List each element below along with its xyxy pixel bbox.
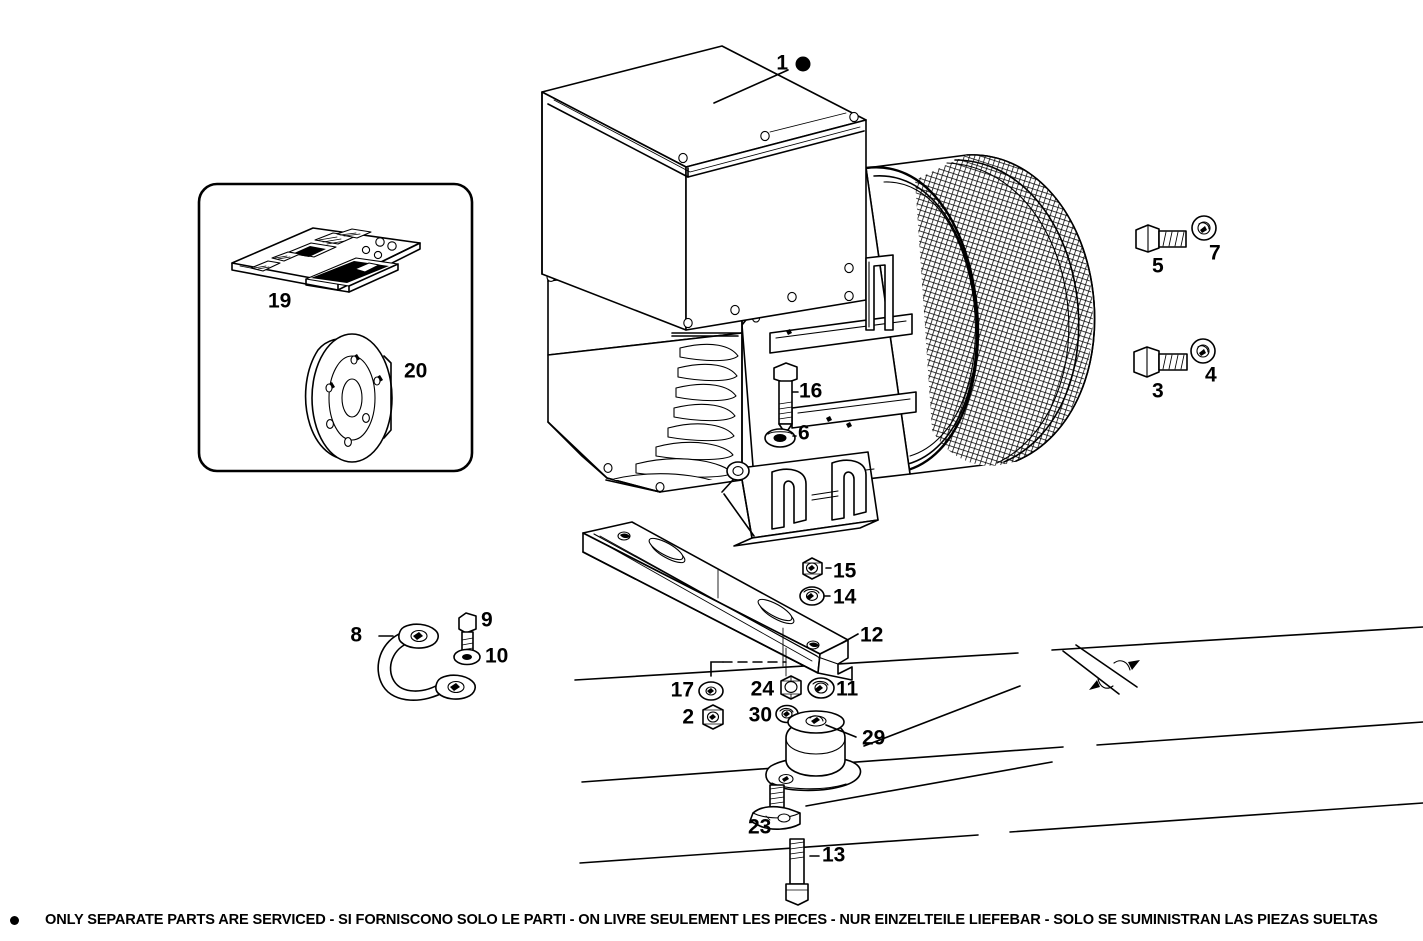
callout-1-bullet-icon [795, 56, 811, 72]
part-2-nut [702, 704, 724, 730]
part-13-long-bolt [785, 838, 809, 906]
footer-bullet-icon [10, 915, 19, 925]
callout-label-11: 11 [836, 678, 859, 701]
part-10-washer [453, 648, 481, 666]
part-8-earth-strap [377, 623, 476, 701]
callout-label-2: 2 [682, 706, 694, 729]
body-mounting-strap [769, 254, 917, 429]
callout-label-3: 3 [1152, 380, 1164, 403]
cooling-louvres [613, 335, 739, 480]
callout-label-1: 1 [776, 52, 788, 75]
part-9-bolt [458, 612, 477, 657]
callout-label-7: 7 [1209, 242, 1221, 265]
part-4-washer [1190, 338, 1216, 364]
callout-label-10: 10 [485, 645, 508, 668]
callout-label-5: 5 [1152, 255, 1164, 278]
part-23-bracket [749, 784, 801, 830]
leader-lines [378, 69, 1053, 857]
part-12-mounting-rail [582, 521, 853, 681]
callout-label-14: 14 [833, 586, 857, 609]
callout-label-9: 9 [481, 609, 493, 632]
part-7-washer [1191, 215, 1217, 241]
part-6-washer [764, 428, 796, 448]
callout-label-12: 12 [860, 624, 883, 647]
callout-labels: 1 5 7 3 4 16 6 15 14 12 17 24 11 2 30 29… [350, 52, 1220, 867]
callout-label-4: 4 [1205, 364, 1217, 387]
callout-label-15: 15 [833, 560, 857, 583]
callout-label-17: 17 [671, 679, 694, 702]
part-19-circuit-board [231, 227, 421, 293]
terminal-box [541, 45, 867, 331]
part-24-nut [780, 675, 802, 700]
alternator-body [864, 154, 1096, 475]
callout-label-19: 19 [268, 290, 291, 313]
bearing-boss [726, 461, 750, 481]
callout-label-29: 29 [862, 727, 885, 750]
chassis-rail-lines [574, 626, 1423, 864]
part-17-washer [698, 681, 724, 701]
part-20-coupling-disc [304, 333, 393, 463]
callout-label-30: 30 [749, 704, 772, 727]
callout-label-13: 13 [822, 844, 845, 867]
callout-label-23: 23 [748, 816, 771, 839]
part-29-rubber-mount [765, 710, 862, 792]
generator-foot [721, 451, 879, 547]
footer-note-text: ONLY SEPARATE PARTS ARE SERVICED - SI FO… [45, 912, 1378, 928]
callout-label-8: 8 [350, 624, 362, 647]
callout-label-6: 6 [798, 422, 810, 445]
detail-inset-box: 19 20 [197, 182, 474, 473]
part-5-bolt [1135, 224, 1187, 253]
callout-label-24: 24 [751, 678, 775, 701]
part-15-nut [802, 557, 823, 580]
part-11-washer [807, 677, 835, 699]
part-14-washer [799, 586, 825, 606]
callout-label-16: 16 [799, 380, 822, 403]
callout-label-20: 20 [404, 360, 427, 383]
part-3-bolt [1133, 346, 1188, 378]
footer-note: ONLY SEPARATE PARTS ARE SERVICED - SI FO… [0, 899, 1423, 941]
